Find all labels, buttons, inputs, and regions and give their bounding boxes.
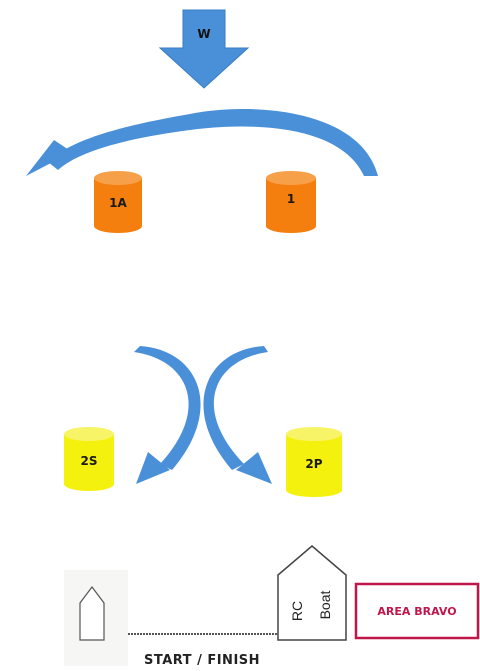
pin-boat-icon [79, 586, 105, 641]
mark-2p: 2P [286, 427, 342, 497]
curved-arrow-left-icon [48, 109, 378, 176]
curved-arrow-down-left-head-icon [136, 452, 170, 484]
curved-arrow-down-left-icon [134, 346, 201, 470]
rounding-arrow-top [26, 109, 378, 176]
mark-1-label: 1 [287, 192, 295, 206]
rc-boat-icon [277, 545, 347, 641]
gate-arrows [134, 346, 272, 484]
mark-1: 1 [266, 171, 316, 233]
area-bravo-label: AREA BRAVO [377, 605, 456, 618]
wind-label: W [197, 27, 210, 41]
mark-2s: 2S [64, 427, 114, 491]
curved-arrow-down-right-head-icon [236, 452, 272, 484]
pin-end-boat [64, 570, 128, 666]
mark-2s-label: 2S [81, 454, 98, 468]
rc-boat-label-line2: Boat [317, 590, 333, 619]
mark-2p-label: 2P [305, 457, 322, 471]
wind-indicator: W [158, 9, 250, 89]
wind-arrow-down-icon [158, 9, 250, 89]
curved-arrow-down-right-icon [203, 346, 268, 470]
rc-boat-label-line1: RC [289, 601, 305, 621]
start-finish-label: START / FINISH [144, 653, 260, 668]
mark-1a: 1A [94, 171, 142, 233]
area-bravo-box: AREA BRAVO [354, 582, 480, 640]
rc-boat: RC Boat [277, 545, 347, 641]
mark-1a-label: 1A [109, 196, 127, 210]
curved-arrow-left-head-icon [26, 140, 72, 176]
